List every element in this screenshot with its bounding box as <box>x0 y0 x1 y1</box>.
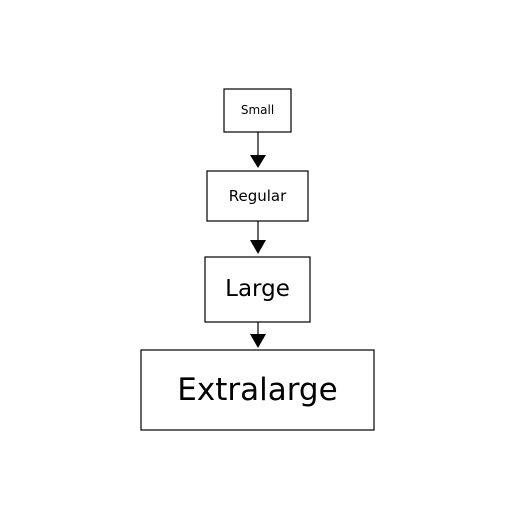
node-label: Small <box>241 103 274 117</box>
node-large: Large <box>204 256 311 323</box>
edge-small-to-regular <box>250 132 266 168</box>
node-label: Regular <box>229 187 287 205</box>
node-label: Large <box>225 276 290 302</box>
node-small: Small <box>223 88 292 133</box>
arrowhead-icon <box>250 155 266 168</box>
node-box <box>223 88 292 133</box>
node-box <box>206 170 309 222</box>
arrowhead-icon <box>250 334 266 348</box>
node-regular: Regular <box>206 170 309 222</box>
edge-regular-to-large <box>250 221 266 254</box>
node-box <box>140 349 375 431</box>
edge-large-to-extralarge <box>250 322 266 348</box>
node-extralarge: Extralarge <box>140 349 375 431</box>
arrowhead-icon <box>250 240 266 254</box>
node-box <box>204 256 311 323</box>
node-label: Extralarge <box>177 372 337 408</box>
